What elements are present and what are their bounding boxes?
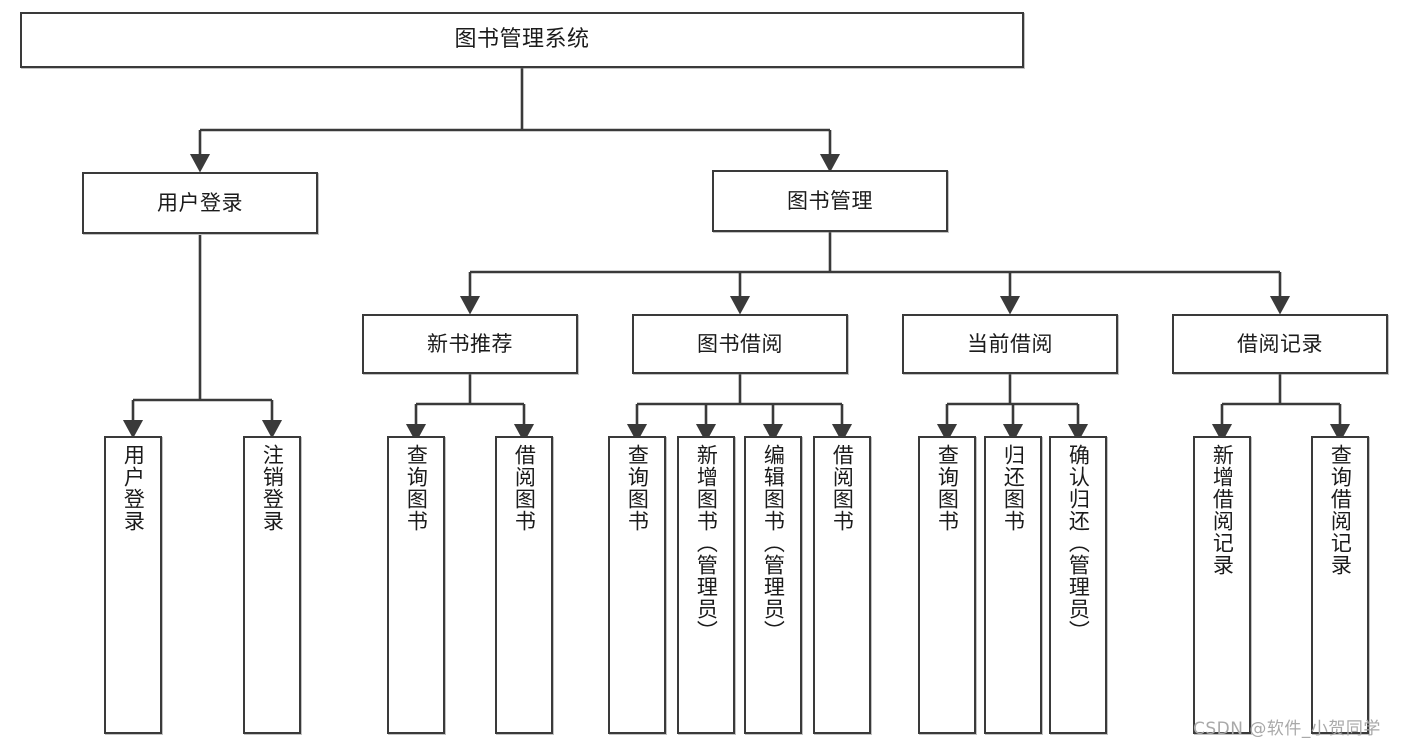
node-leaf-user-login-1[interactable]: 注销登录 [243, 436, 301, 734]
node-leaf-book-borrow-2-label: 编辑图书（管理员） [761, 444, 786, 642]
node-book-borrow-label: 图书借阅 [697, 331, 783, 356]
node-borrow-record[interactable]: 借阅记录 [1172, 314, 1388, 374]
node-leaf-new-book-0[interactable]: 查询图书 [387, 436, 445, 734]
node-leaf-borrow-record-0-label: 新增借阅记录 [1210, 444, 1235, 576]
node-leaf-current-borrow-0[interactable]: 查询图书 [918, 436, 976, 734]
node-user-login[interactable]: 用户登录 [82, 172, 318, 234]
node-book-management-label: 图书管理 [787, 188, 873, 213]
node-new-book-recommend[interactable]: 新书推荐 [362, 314, 578, 374]
node-leaf-current-borrow-2[interactable]: 确认归还（管理员） [1049, 436, 1107, 734]
node-leaf-borrow-record-1[interactable]: 查询借阅记录 [1311, 436, 1369, 734]
node-borrow-record-label: 借阅记录 [1237, 331, 1323, 356]
node-root-system[interactable]: 图书管理系统 [20, 12, 1024, 68]
node-leaf-current-borrow-0-label: 查询图书 [935, 444, 960, 532]
node-book-borrow[interactable]: 图书借阅 [632, 314, 848, 374]
node-leaf-new-book-1[interactable]: 借阅图书 [495, 436, 553, 734]
node-leaf-book-borrow-0-label: 查询图书 [625, 444, 650, 532]
node-leaf-borrow-record-0[interactable]: 新增借阅记录 [1193, 436, 1251, 734]
node-leaf-new-book-0-label: 查询图书 [404, 444, 429, 532]
node-leaf-book-borrow-2[interactable]: 编辑图书（管理员） [744, 436, 802, 734]
node-leaf-book-borrow-0[interactable]: 查询图书 [608, 436, 666, 734]
node-leaf-user-login-0-label: 用户登录 [121, 444, 146, 532]
node-new-book-recommend-label: 新书推荐 [427, 331, 513, 356]
node-leaf-book-borrow-1-label: 新增图书（管理员） [694, 444, 719, 642]
node-user-login-label: 用户登录 [157, 190, 243, 215]
node-book-management[interactable]: 图书管理 [712, 170, 948, 232]
node-leaf-current-borrow-1-label: 归还图书 [1001, 444, 1026, 532]
node-leaf-borrow-record-1-label: 查询借阅记录 [1328, 444, 1353, 576]
csdn-watermark: CSDN @软件_小贺同学 [1193, 714, 1381, 739]
node-current-borrow[interactable]: 当前借阅 [902, 314, 1118, 374]
node-root-system-label: 图书管理系统 [454, 26, 590, 52]
node-leaf-user-login-1-label: 注销登录 [260, 444, 285, 532]
node-leaf-current-borrow-1[interactable]: 归还图书 [984, 436, 1042, 734]
node-leaf-new-book-1-label: 借阅图书 [512, 444, 537, 532]
node-leaf-user-login-0[interactable]: 用户登录 [104, 436, 162, 734]
node-leaf-book-borrow-1[interactable]: 新增图书（管理员） [677, 436, 735, 734]
node-leaf-current-borrow-2-label: 确认归还（管理员） [1066, 444, 1091, 642]
csdn-watermark-text: CSDN @软件_小贺同学 [1193, 719, 1381, 739]
node-leaf-book-borrow-3-label: 借阅图书 [830, 444, 855, 532]
node-leaf-book-borrow-3[interactable]: 借阅图书 [813, 436, 871, 734]
node-current-borrow-label: 当前借阅 [967, 331, 1053, 356]
